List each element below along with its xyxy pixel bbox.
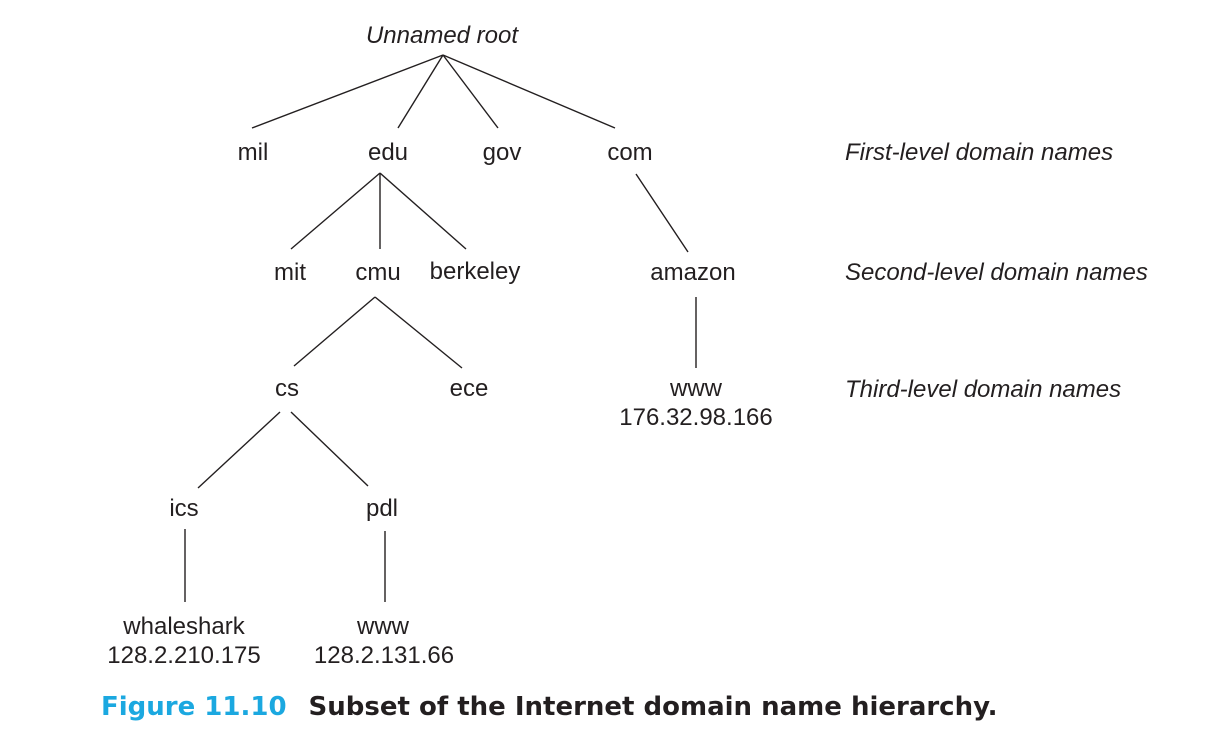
node-cs: cs [275, 375, 299, 402]
node-pdl-www: www [356, 613, 410, 640]
edge-cmu-ece [374, 296, 463, 369]
edge-root-edu [397, 54, 444, 129]
edge-root-mil [251, 54, 444, 129]
figure-caption: Figure 11.10 Subset of the Internet domai… [101, 692, 998, 722]
node-pdl: pdl [366, 495, 398, 522]
node-ece: ece [450, 375, 489, 402]
edge-com-amazon [635, 173, 689, 253]
edge-cs-ics [197, 411, 281, 489]
node-mil: mil [238, 139, 269, 166]
level-label-second: Second-level domain names [845, 259, 1148, 286]
node-amazon-www: www [669, 375, 723, 402]
node-gov: gov [483, 139, 522, 166]
level-label-first: First-level domain names [845, 139, 1113, 166]
node-whaleshark-ip: 128.2.210.175 [107, 642, 260, 669]
edge-root-gov [442, 54, 499, 129]
edge-edu-mit [290, 172, 381, 250]
node-pdl-www-ip: 128.2.131.66 [314, 642, 454, 669]
edge-cmu-cs [293, 296, 376, 367]
node-amazon: amazon [650, 259, 735, 286]
node-ics: ics [169, 495, 198, 522]
figure-caption-text: Subset of the Internet domain name hiera… [308, 692, 998, 722]
node-berkeley: berkeley [430, 258, 521, 285]
level-label-third: Third-level domain names [845, 376, 1121, 403]
node-edu: edu [368, 139, 408, 166]
node-whaleshark: whaleshark [122, 613, 245, 640]
tree-edges [184, 54, 697, 602]
root-label: Unnamed root [366, 22, 519, 49]
figure-number: Figure 11.10 [101, 692, 287, 722]
node-cmu: cmu [355, 259, 400, 286]
node-com: com [607, 139, 652, 166]
edge-root-com [442, 54, 616, 129]
node-amazon-www-ip: 176.32.98.166 [619, 404, 772, 431]
edge-edu-berkeley [379, 172, 467, 250]
edge-cs-pdl [290, 411, 369, 487]
node-mit: mit [274, 259, 306, 286]
